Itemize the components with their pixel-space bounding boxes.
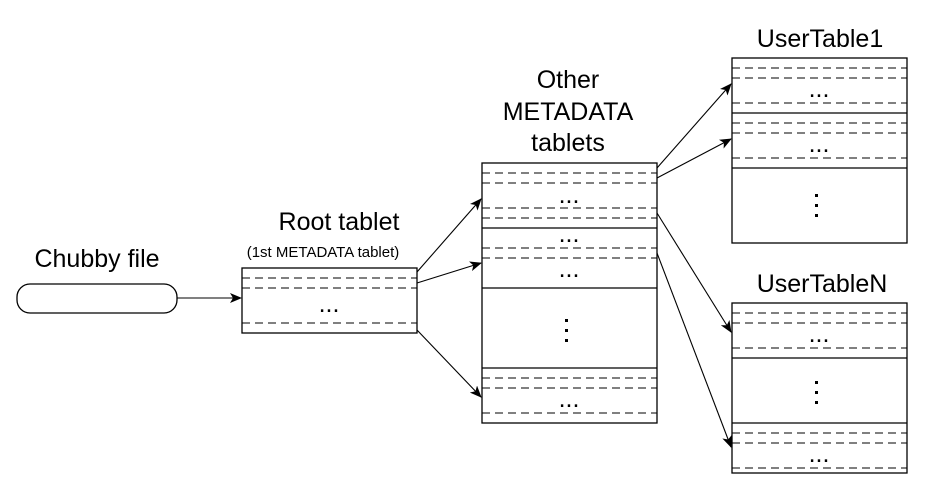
usertableN-label: UserTableN	[757, 270, 888, 298]
arrow-metadata-to-usertableN-last	[656, 252, 732, 448]
metadata-tablets-box	[481, 162, 658, 424]
ellipsis: ...	[559, 255, 580, 283]
chubby-file-node: Chubby file	[16, 245, 178, 314]
metadata-label-line-1: Other	[537, 66, 600, 94]
chubby-file-shape	[16, 283, 178, 314]
metadata-tablets-node: Other METADATA tablets ... ... ... ...	[481, 66, 658, 424]
ellipsis: ...	[809, 320, 830, 348]
chubby-file-label: Chubby file	[34, 245, 159, 273]
ellipsis: ...	[559, 181, 580, 209]
arrow-metadata-to-usertable1-2	[656, 138, 732, 179]
usertable1-node: UserTable1 ... ...	[731, 25, 908, 244]
arrow-root-to-metadata-1	[416, 198, 482, 273]
arrow-root-to-metadata-2	[416, 261, 482, 284]
ellipsis: ...	[809, 440, 830, 468]
usertable1-box	[731, 57, 908, 244]
usertableN-box	[731, 302, 908, 474]
ellipsis: ...	[809, 75, 830, 103]
ellipsis: ...	[559, 385, 580, 413]
vertical-ellipsis	[815, 194, 818, 217]
metadata-label-line-2: METADATA	[503, 98, 634, 126]
metadata-label-line-3: tablets	[531, 129, 605, 157]
root-tablet-box	[241, 267, 418, 334]
root-tablet-sublabel: (1st METADATA tablet)	[247, 244, 400, 261]
ellipsis: ...	[559, 220, 580, 248]
root-tablet-node: Root tablet (1st METADATA tablet) ...	[241, 208, 418, 334]
vertical-ellipsis	[815, 381, 818, 404]
edges	[177, 83, 732, 448]
arrow-root-to-metadata-last	[416, 329, 482, 398]
ellipsis: ...	[809, 130, 830, 158]
ellipsis: ...	[319, 290, 340, 318]
vertical-ellipsis	[565, 319, 568, 342]
usertable1-label: UserTable1	[757, 25, 883, 53]
usertableN-node: UserTableN ... ...	[731, 270, 908, 474]
arrow-metadata-to-usertableN-1	[656, 212, 732, 333]
arrow-metadata-to-usertable1-1	[656, 83, 732, 169]
root-tablet-label: Root tablet	[279, 208, 400, 236]
